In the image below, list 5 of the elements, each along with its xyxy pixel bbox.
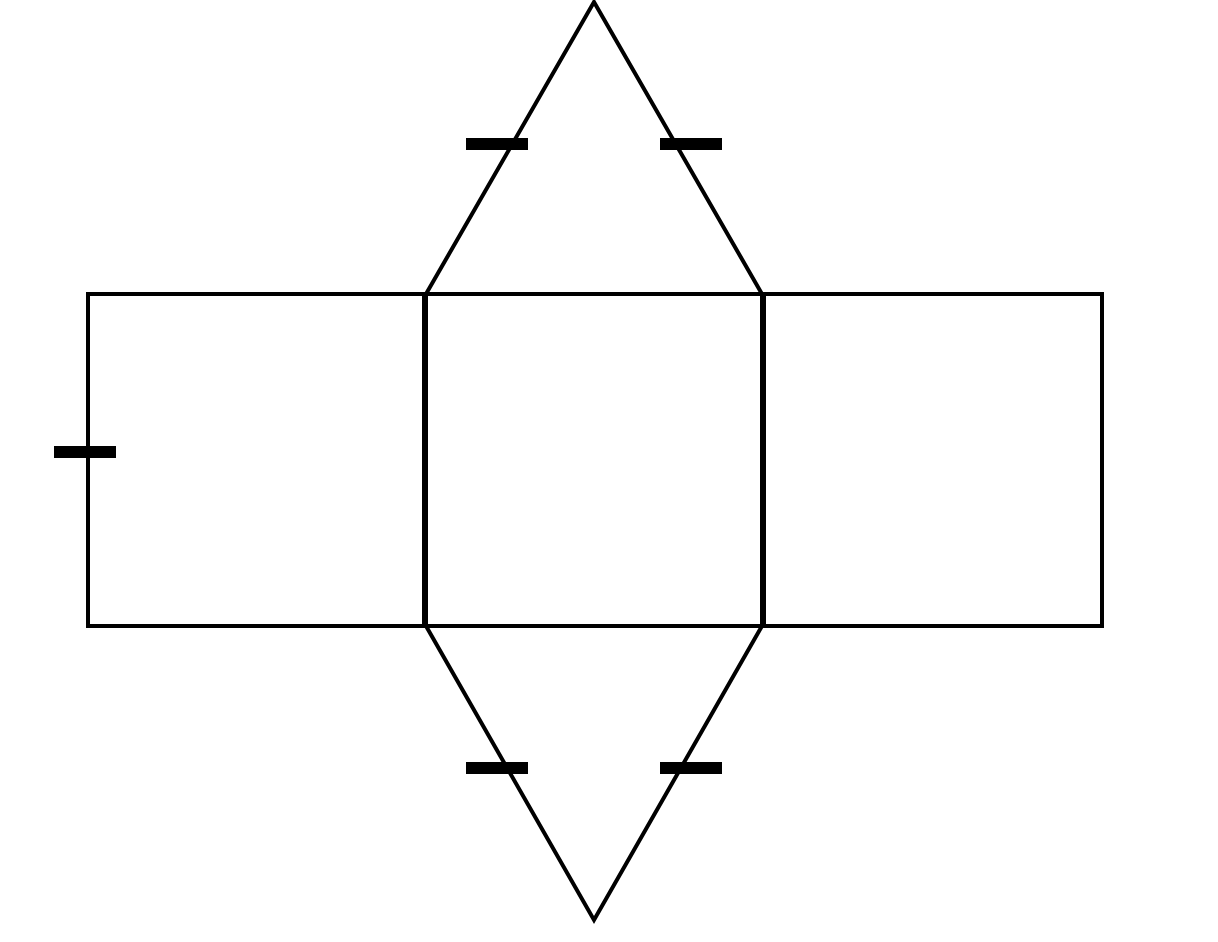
square-face [88,294,424,626]
square-face [764,294,1102,626]
triangle-face [426,626,762,920]
square-face [426,294,762,626]
triangle-face [426,2,762,294]
